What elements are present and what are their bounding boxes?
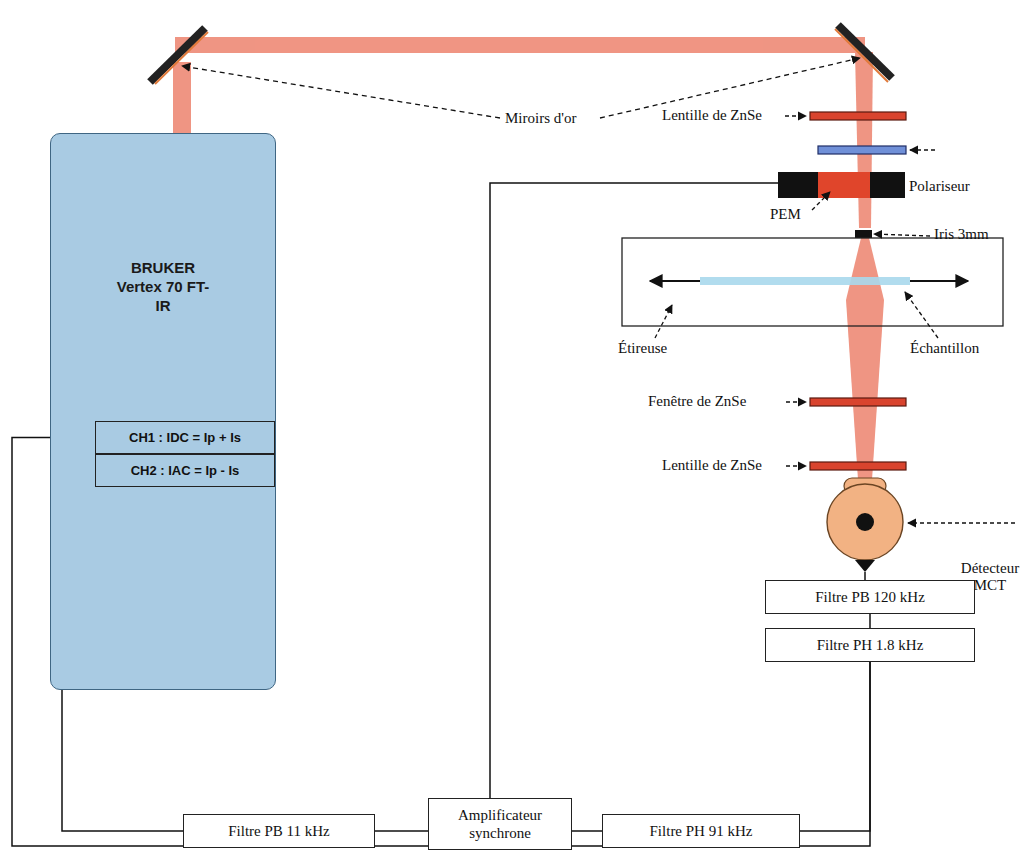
signal-wire — [572, 830, 602, 832]
part-label: Lentille de ZnSe — [662, 457, 762, 474]
sample-film — [700, 277, 910, 285]
signal-wire — [375, 830, 428, 832]
reference-wire — [490, 183, 778, 800]
filter-box: Filtre PH 1.8 kHz — [765, 628, 975, 662]
filter-box: Filtre PH 91 kHz — [602, 814, 800, 848]
part-label: Détecteur MCT — [950, 560, 1030, 595]
ir-beam — [173, 37, 884, 480]
iris — [855, 230, 872, 238]
part-label: Miroirs d'or — [502, 110, 579, 127]
node-text: Filtre PH 91 kHz — [650, 823, 753, 840]
node-text: CH1 : IDC = Ip + Is — [129, 430, 241, 445]
pem-crystal — [818, 172, 870, 198]
channel-box: CH2 : IAC = Ip - Is — [95, 454, 275, 487]
lockin-box: Amplificateur synchrone — [428, 798, 572, 850]
node-text: Amplificateur synchrone — [440, 806, 560, 842]
stretch-arrow — [650, 280, 968, 282]
node-text: Filtre PB 11 kHz — [228, 823, 330, 840]
part-label: PEM — [770, 206, 801, 223]
part-label: Échantillon — [910, 340, 979, 357]
spectrometer-box: BRUKER Vertex 70 FT-IR CH1 : IDC = Ip + I… — [50, 133, 276, 690]
wave-plate — [818, 146, 906, 154]
node-text: Filtre PB 120 kHz — [815, 589, 925, 606]
part-label: Étireuse — [618, 340, 667, 357]
filter-box: Filtre PB 120 kHz — [765, 580, 975, 614]
stretcher-frame — [622, 238, 1003, 326]
signal-wire — [869, 614, 871, 628]
leader-line — [655, 116, 1015, 523]
znse-window — [810, 398, 906, 406]
part-label: Polariseur — [909, 178, 970, 195]
signal-wire — [800, 662, 870, 831]
part-label: Fenêtre de ZnSe — [648, 393, 746, 410]
channel-box: CH1 : IDC = Ip + Is — [95, 421, 275, 454]
part-label: Lentille de ZnSe — [662, 107, 762, 124]
node-text: CH2 : IAC = Ip - Is — [131, 463, 240, 478]
gold-mirror — [150, 25, 892, 84]
part-label: Iris 3mm — [934, 226, 989, 243]
filter-box: Filtre PB 11 kHz — [183, 814, 375, 848]
mct-detector — [827, 478, 903, 580]
pem-bar — [778, 172, 905, 198]
znse-lens — [810, 462, 906, 470]
node-text: Filtre PH 1.8 kHz — [817, 637, 924, 654]
node-text: BRUKER Vertex 70 FT-IR — [115, 259, 211, 315]
znse-lens — [810, 112, 906, 120]
